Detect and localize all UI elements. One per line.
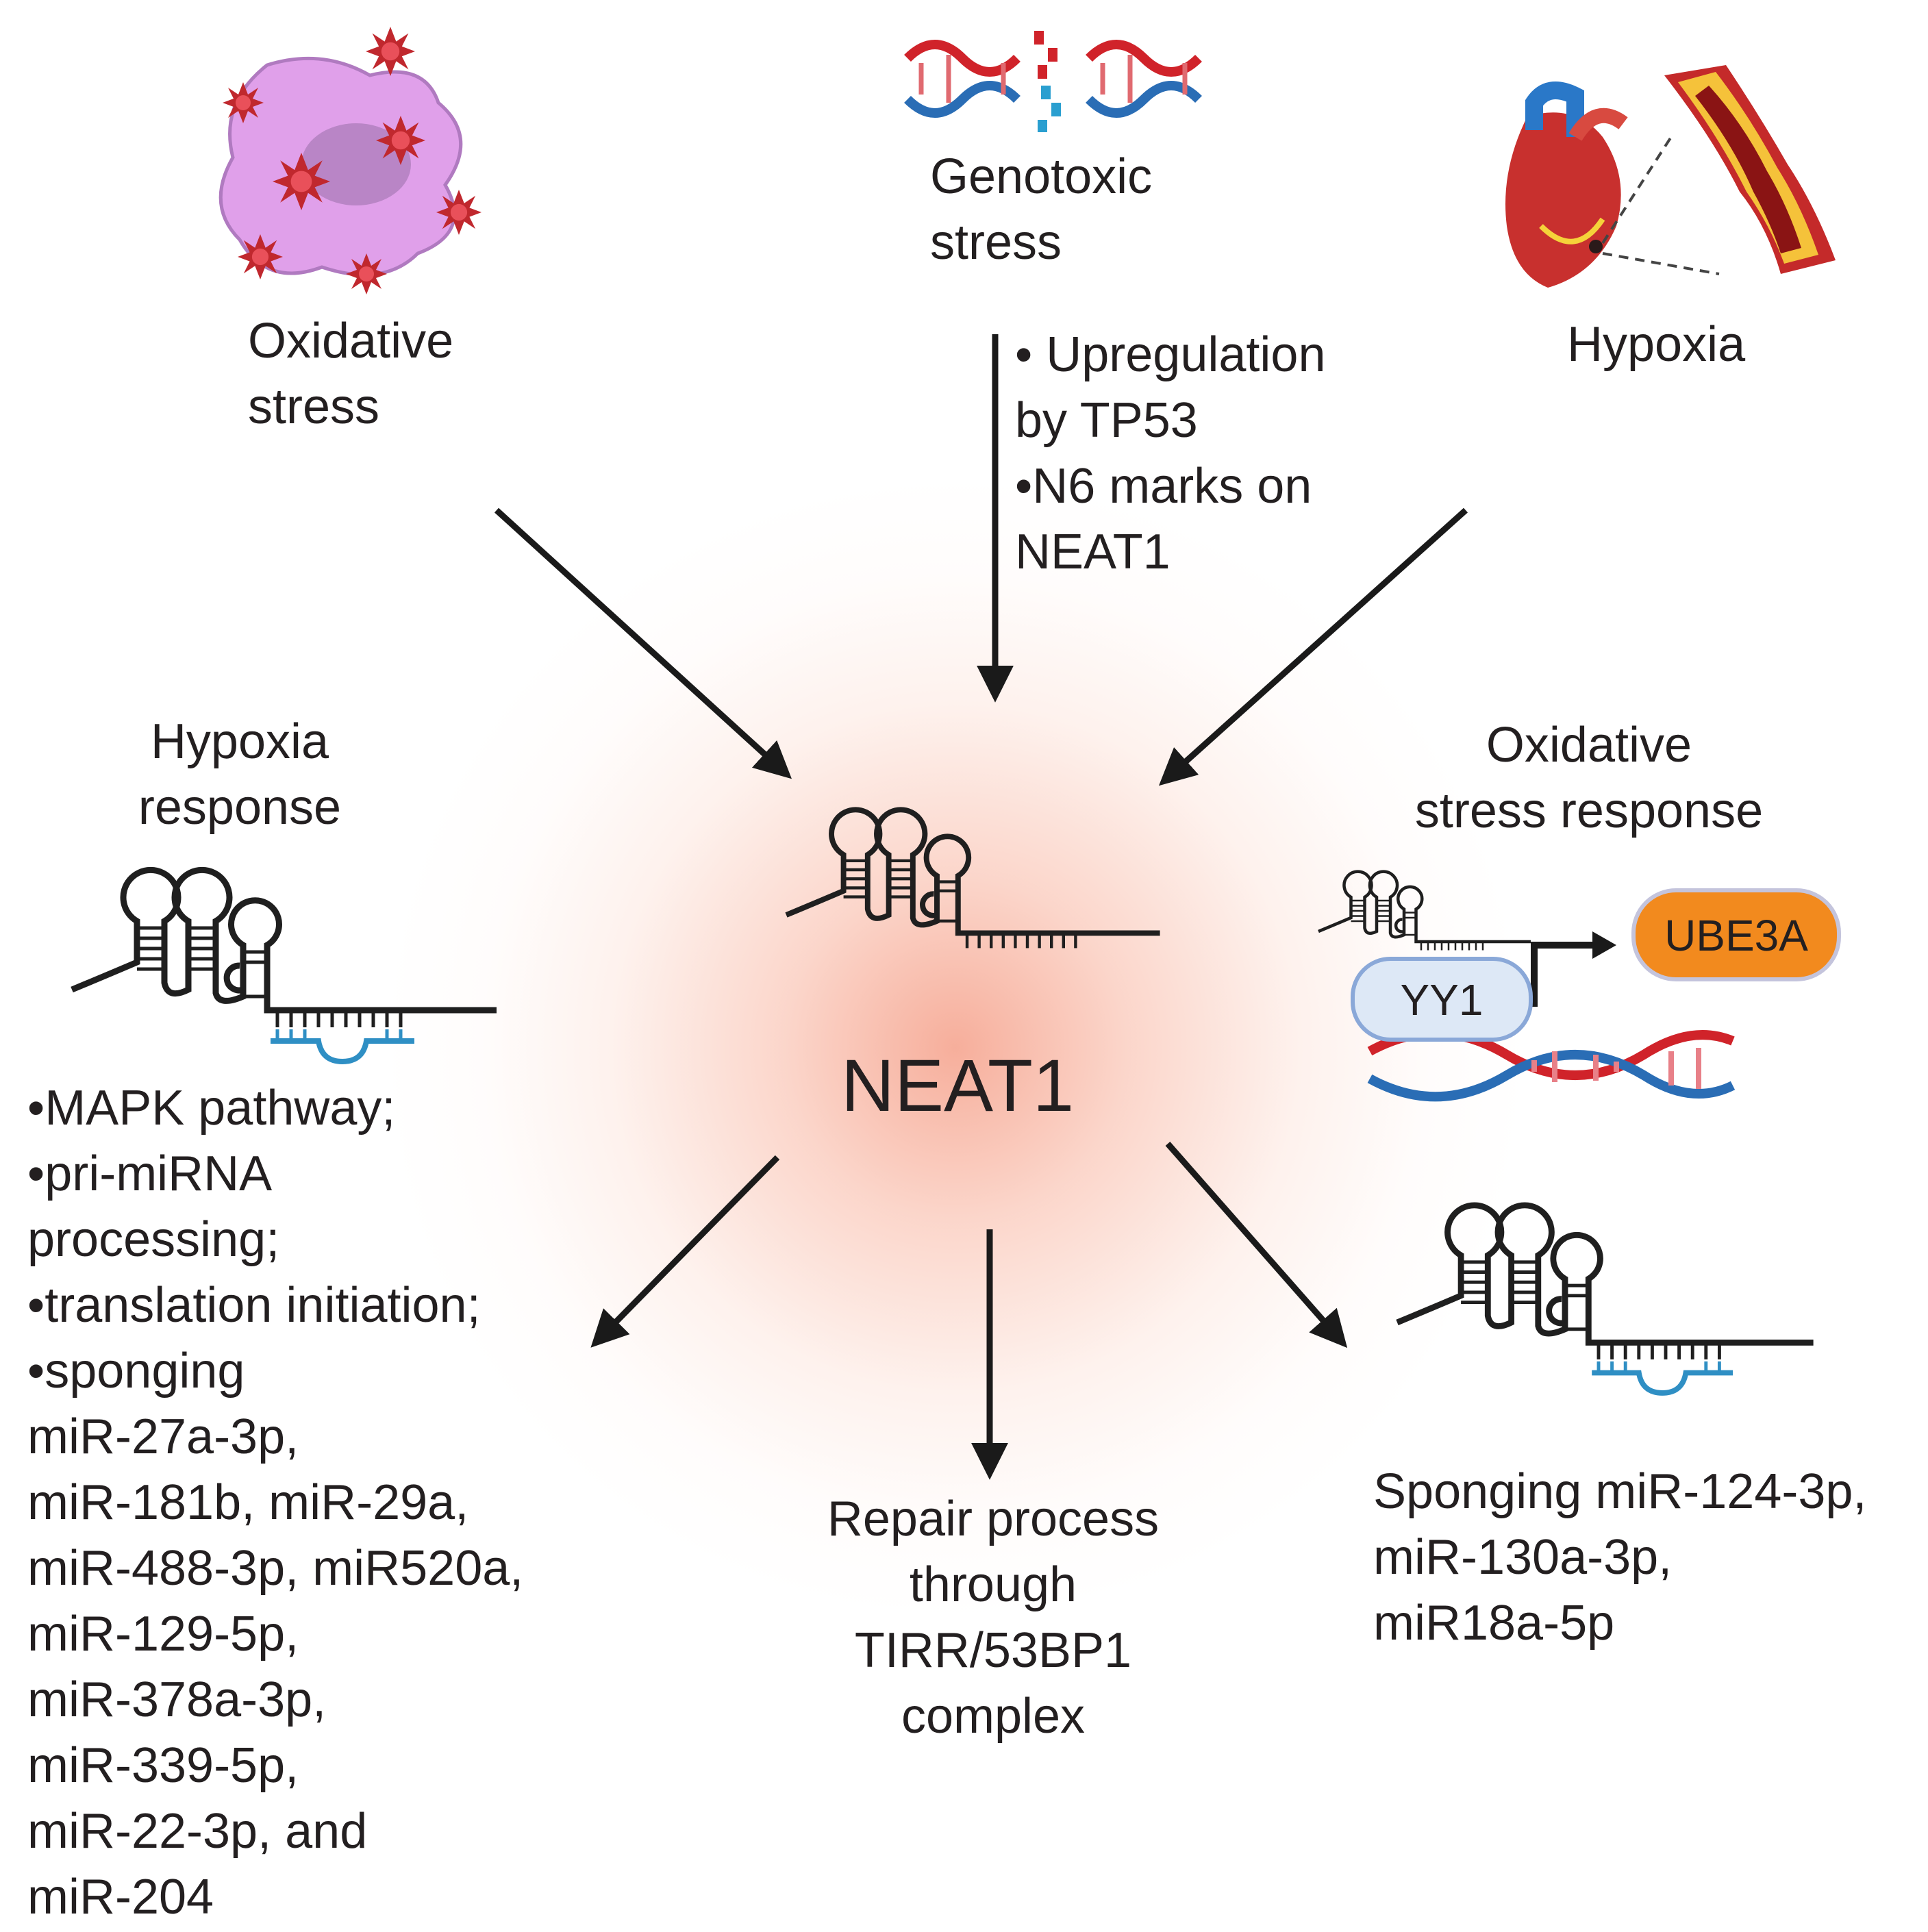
ube3a-shape <box>1631 888 1841 981</box>
arrow-neat1-to-hypoxia-response <box>590 1155 780 1348</box>
arrow-neat1-to-sponging <box>1165 1142 1348 1348</box>
heart-artery-icon <box>1505 65 1836 288</box>
arrow-hypoxia-to-neat1 <box>1158 507 1468 786</box>
label-yy1: YY1 <box>1400 975 1483 1025</box>
label-repair-process: Repair process through TIRR/53BP1 comple… <box>827 1492 1160 1744</box>
oxidative-cell-icon <box>218 27 481 294</box>
label-sponging-mirnas: Sponging miR-124-3p, miR-130a-3p, miR18a… <box>1373 1464 1867 1651</box>
dna-helix-icon <box>1367 1028 1736 1102</box>
rna-hairpin-icon <box>786 810 1160 948</box>
label-hypoxia-mechanisms: •MAPK pathway; •pri-miRNA processing; •t… <box>27 1081 524 1924</box>
label-oxidative-stress-response: Oxidative stress response <box>1414 718 1764 838</box>
oxidative-response-graphic <box>1318 872 1841 1102</box>
rna-hairpin-mirna-left <box>72 870 497 1062</box>
dna-break-icon <box>904 31 1202 132</box>
label-ube3a: UBE3A <box>1664 911 1808 960</box>
arrows <box>494 334 1468 1480</box>
label-oxidative-stress: Oxidative stress <box>248 314 454 434</box>
label-neat1: NEAT1 <box>841 1044 1075 1127</box>
label-upregulation: • Upregulation by TP53 •N6 marks on NEAT… <box>1015 327 1326 579</box>
label-hypoxia: Hypoxia <box>1567 317 1746 372</box>
promoter-arrow-icon <box>1531 931 1616 1007</box>
label-hypoxia-response: Hypoxia response <box>138 714 342 835</box>
yy1-shape <box>1351 957 1533 1042</box>
arrow-oxidative-to-neat1 <box>494 507 792 779</box>
label-genotoxic-stress: Genotoxic stress <box>930 149 1153 270</box>
rna-hairpin-mirna-right <box>1397 1205 1814 1393</box>
